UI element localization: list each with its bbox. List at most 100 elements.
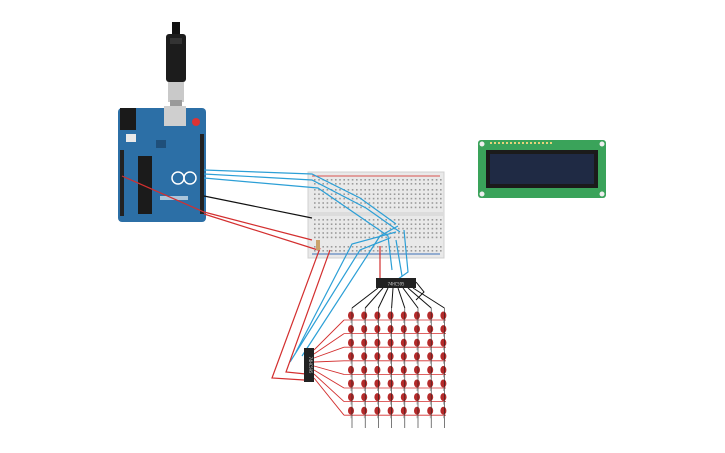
led[interactable] xyxy=(414,379,420,388)
breadboard-hole[interactable] xyxy=(423,219,425,221)
led[interactable] xyxy=(361,365,368,374)
breadboard-hole[interactable] xyxy=(351,189,354,191)
breadboard-hole[interactable] xyxy=(356,236,358,239)
breadboard-hole[interactable] xyxy=(431,250,434,252)
breadboard-hole[interactable] xyxy=(330,236,333,239)
breadboard-hole[interactable] xyxy=(347,223,350,225)
breadboard-hole[interactable] xyxy=(335,223,337,225)
breadboard-hole[interactable] xyxy=(326,232,329,234)
led[interactable] xyxy=(440,338,447,347)
led[interactable] xyxy=(440,406,447,415)
breadboard-hole[interactable] xyxy=(347,202,350,204)
led[interactable] xyxy=(348,393,354,402)
breadboard-hole[interactable] xyxy=(419,193,421,195)
led[interactable] xyxy=(414,393,420,402)
breadboard-hole[interactable] xyxy=(377,193,379,195)
breadboard-hole[interactable] xyxy=(347,219,350,221)
breadboard-hole[interactable] xyxy=(435,189,438,191)
breadboard-hole[interactable] xyxy=(419,197,421,200)
breadboard-hole[interactable] xyxy=(435,223,438,225)
breadboard-hole[interactable] xyxy=(377,219,379,221)
led[interactable] xyxy=(400,365,407,374)
breadboard-hole[interactable] xyxy=(393,219,396,221)
breadboard-hole[interactable] xyxy=(356,227,358,230)
breadboard-hole[interactable] xyxy=(318,202,320,204)
breadboard-hole[interactable] xyxy=(335,183,337,185)
breadboard-hole[interactable] xyxy=(431,232,434,234)
breadboard-hole[interactable] xyxy=(377,202,379,204)
breadboard-hole[interactable] xyxy=(381,223,383,225)
breadboard-hole[interactable] xyxy=(347,193,350,195)
breadboard-hole[interactable] xyxy=(406,219,408,221)
led[interactable] xyxy=(440,393,447,402)
breadboard-hole[interactable] xyxy=(385,227,387,230)
breadboard-hole[interactable] xyxy=(419,206,421,209)
wire-red[interactable] xyxy=(313,319,345,351)
breadboard-hole[interactable] xyxy=(347,189,350,191)
led[interactable] xyxy=(427,406,434,415)
breadboard-hole[interactable] xyxy=(385,197,387,200)
breadboard-hole[interactable] xyxy=(360,219,362,221)
breadboard-hole[interactable] xyxy=(330,179,333,181)
breadboard-hole[interactable] xyxy=(440,197,442,200)
breadboard-hole[interactable] xyxy=(427,246,429,248)
led[interactable] xyxy=(348,338,354,347)
breadboard-hole[interactable] xyxy=(398,179,400,181)
breadboard-hole[interactable] xyxy=(393,197,396,200)
led[interactable] xyxy=(400,352,407,361)
breadboard-hole[interactable] xyxy=(343,223,345,225)
breadboard-hole[interactable] xyxy=(406,223,408,225)
shift-register-top[interactable]: 74HC595 xyxy=(376,278,416,288)
breadboard-hole[interactable] xyxy=(389,246,392,248)
breadboard-hole[interactable] xyxy=(326,189,329,191)
breadboard-hole[interactable] xyxy=(440,236,442,239)
breadboard-hole[interactable] xyxy=(372,219,375,221)
breadboard-hole[interactable] xyxy=(335,206,337,209)
breadboard-hole[interactable] xyxy=(372,183,375,185)
breadboard-hole[interactable] xyxy=(314,236,316,239)
led[interactable] xyxy=(348,325,354,334)
resistor[interactable] xyxy=(316,240,320,250)
breadboard-hole[interactable] xyxy=(393,246,396,248)
breadboard-hole[interactable] xyxy=(410,250,413,252)
arduino-uno[interactable] xyxy=(118,22,206,222)
breadboard-hole[interactable] xyxy=(326,250,329,252)
breadboard-hole[interactable] xyxy=(364,183,366,185)
breadboard-hole[interactable] xyxy=(351,183,354,185)
led[interactable] xyxy=(427,311,434,320)
wire-black[interactable] xyxy=(415,281,425,301)
breadboard-hole[interactable] xyxy=(318,227,320,230)
breadboard-hole[interactable] xyxy=(360,232,362,234)
breadboard-hole[interactable] xyxy=(423,232,425,234)
breadboard-hole[interactable] xyxy=(326,206,329,209)
breadboard-hole[interactable] xyxy=(440,183,442,185)
breadboard-hole[interactable] xyxy=(435,183,438,185)
breadboard-hole[interactable] xyxy=(431,219,434,221)
led[interactable] xyxy=(440,311,447,320)
breadboard-hole[interactable] xyxy=(435,219,438,221)
breadboard-hole[interactable] xyxy=(381,236,383,239)
breadboard-hole[interactable] xyxy=(431,227,434,230)
wire-blue[interactable] xyxy=(203,169,397,225)
breadboard-hole[interactable] xyxy=(385,183,387,185)
breadboard-hole[interactable] xyxy=(423,189,425,191)
breadboard-hole[interactable] xyxy=(339,183,341,185)
wire-red[interactable] xyxy=(203,213,319,251)
breadboard-hole[interactable] xyxy=(423,197,425,200)
breadboard-hole[interactable] xyxy=(431,202,434,204)
breadboard-hole[interactable] xyxy=(423,227,425,230)
breadboard-hole[interactable] xyxy=(322,197,324,200)
led[interactable] xyxy=(400,406,407,415)
breadboard-hole[interactable] xyxy=(419,236,421,239)
breadboard-hole[interactable] xyxy=(335,250,337,252)
breadboard-hole[interactable] xyxy=(343,183,345,185)
breadboard-hole[interactable] xyxy=(314,223,316,225)
breadboard-hole[interactable] xyxy=(377,179,379,181)
breadboard-hole[interactable] xyxy=(364,227,366,230)
breadboard-hole[interactable] xyxy=(419,183,421,185)
shift-register-side[interactable]: 74HC595 xyxy=(304,348,314,382)
breadboard-hole[interactable] xyxy=(326,197,329,200)
breadboard-hole[interactable] xyxy=(318,236,320,239)
breadboard-hole[interactable] xyxy=(368,236,371,239)
